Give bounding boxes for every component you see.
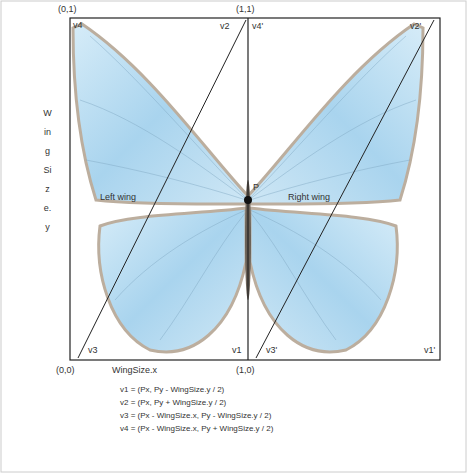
- corner-coordinate: (1,1): [236, 5, 255, 15]
- vertex-label: v3: [88, 346, 98, 356]
- vertex-label: v3': [266, 346, 277, 356]
- wing-veins: [250, 36, 416, 340]
- corner-coordinate: (1,0): [236, 366, 255, 376]
- pivot-point: [244, 196, 252, 204]
- formula-text: v2 = (Px, Py + WingSize.y / 2): [120, 399, 226, 408]
- diagonal-line: [256, 20, 434, 358]
- diagonal-line: [78, 20, 246, 358]
- hind-wing: [99, 208, 246, 352]
- axis-label: WingSize.y: [43, 104, 52, 237]
- center-line: [247, 18, 248, 360]
- wing-label: Left wing: [100, 193, 136, 203]
- axis-label: WingSize.x: [112, 366, 157, 376]
- formula-text: v3 = (Px - WingSize.x, Py - WingSize.y /…: [120, 412, 271, 421]
- fore-wing: [73, 24, 248, 204]
- vertex-label: v4': [252, 22, 263, 32]
- formula-text: v4 = (Px - WingSize.x, Py + WingSize.y /…: [120, 425, 273, 434]
- right-wings: [248, 24, 423, 352]
- vertex-label: v1: [232, 346, 242, 356]
- vertex-label: v1': [424, 346, 435, 356]
- corner-coordinate: (0,0): [56, 366, 75, 376]
- point-label: P: [253, 183, 259, 193]
- corner-coordinate: (0,1): [58, 5, 77, 15]
- wing-bounds: [70, 18, 440, 360]
- fore-wing: [248, 24, 423, 204]
- left-wings: [73, 24, 248, 352]
- vertex-label: v2': [410, 22, 421, 32]
- formula-text: v1 = (Px, Py - WingSize.y / 2): [120, 386, 224, 395]
- vertex-label: v2: [220, 22, 230, 32]
- vertex-label: v4: [73, 21, 83, 31]
- wing-label: Right wing: [288, 193, 330, 203]
